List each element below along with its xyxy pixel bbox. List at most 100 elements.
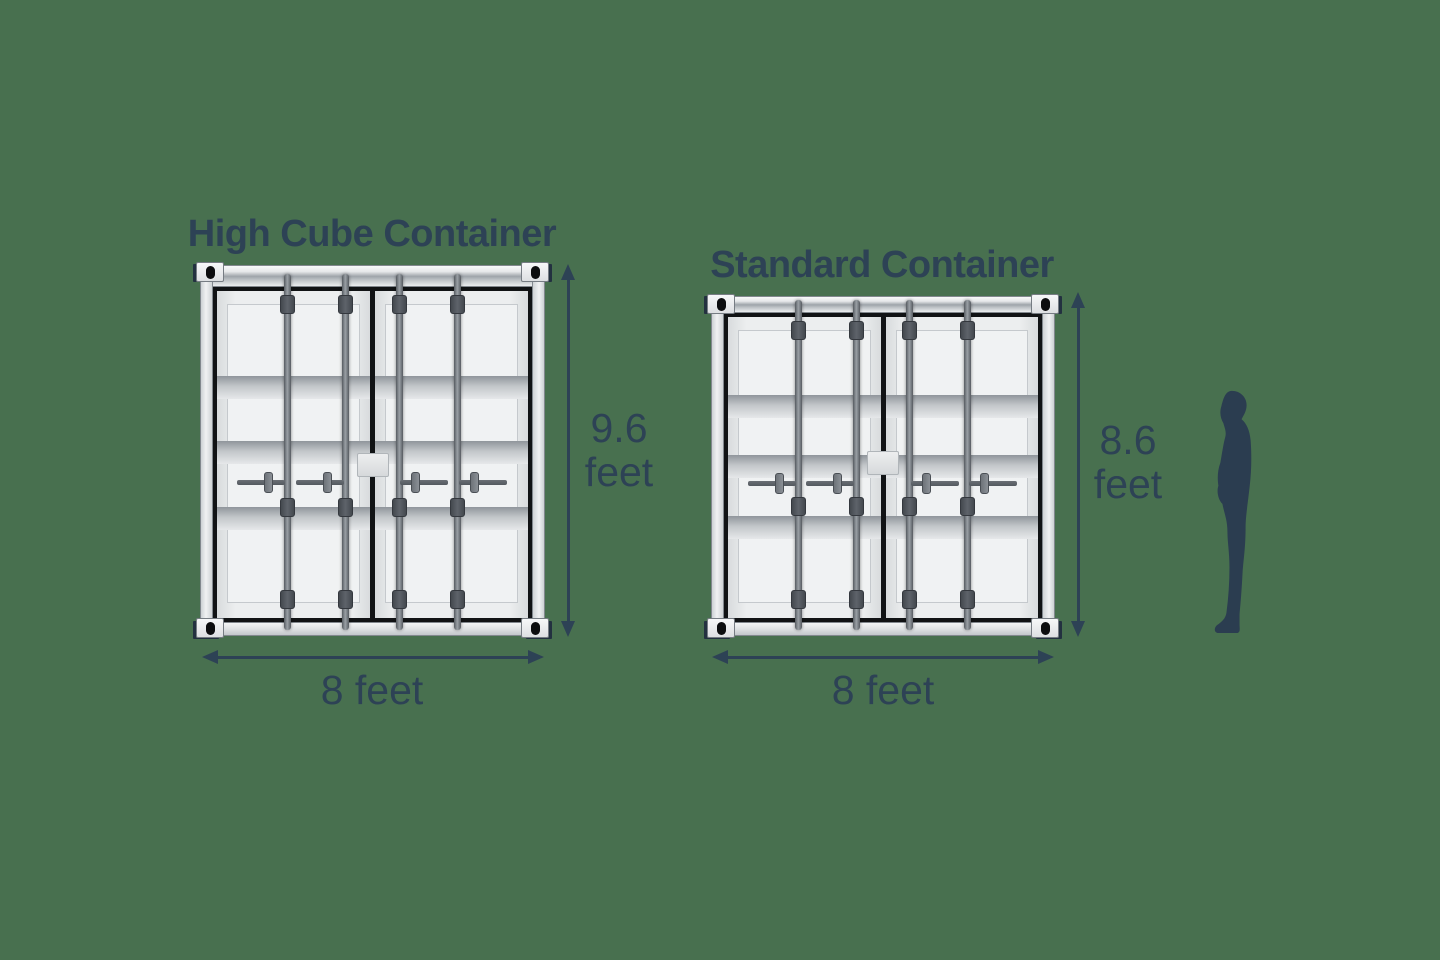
- rod-bracket: [960, 590, 976, 609]
- high-cube-container-graphic: [196, 262, 549, 638]
- casting-hole: [205, 265, 215, 279]
- height-value: 8.6: [1099, 417, 1157, 463]
- lock-rod: [279, 274, 295, 630]
- bottom-rail: [203, 622, 542, 636]
- rod-bracket: [279, 295, 295, 314]
- standard-container-graphic: [707, 294, 1059, 638]
- rod-bracket: [391, 590, 407, 609]
- handle-clasp: [322, 472, 332, 493]
- door-handle: [400, 472, 449, 493]
- door-band: [217, 376, 370, 400]
- height-unit: feet: [1093, 461, 1163, 508]
- casting-hole: [205, 621, 215, 635]
- door-handle: [806, 473, 855, 494]
- handle-clasp: [264, 472, 274, 493]
- door-band: [728, 395, 881, 419]
- door-band: [885, 395, 1038, 419]
- door-band: [375, 441, 528, 465]
- rod-bracket: [902, 497, 918, 516]
- bottom-rail: [714, 622, 1052, 636]
- right-door: [375, 274, 528, 630]
- door-handle: [910, 473, 959, 494]
- rod-bracket: [902, 321, 918, 340]
- casting-hole: [716, 297, 726, 311]
- height-value: 9.6: [590, 405, 648, 451]
- rod-bracket: [960, 321, 976, 340]
- rod-bracket: [960, 497, 976, 516]
- door-band: [728, 515, 881, 539]
- lock-rod: [338, 274, 354, 630]
- rod-bracket: [790, 321, 806, 340]
- door-area: [213, 274, 532, 630]
- standard-title: Standard Container: [710, 244, 1054, 286]
- door-band: [217, 441, 370, 465]
- left-door: [728, 300, 881, 630]
- lock-rod: [450, 274, 466, 630]
- rod-bracket: [790, 497, 806, 516]
- high-cube-title: High Cube Container: [187, 213, 557, 255]
- height-unit: feet: [584, 449, 654, 496]
- corner-casting: [196, 262, 224, 282]
- rod-bracket: [848, 321, 864, 340]
- casting-hole: [1040, 621, 1050, 635]
- corner-casting: [521, 618, 549, 638]
- corner-casting: [1031, 294, 1059, 314]
- left-door: [217, 274, 370, 630]
- door-band: [217, 506, 370, 530]
- lock-rod: [902, 300, 918, 630]
- handle-clasp: [411, 472, 421, 493]
- rod-bracket: [902, 590, 918, 609]
- rod-bracket: [450, 295, 466, 314]
- rod-bracket: [338, 498, 354, 517]
- standard-height-arrow: [1071, 292, 1085, 637]
- rod-bracket: [450, 590, 466, 609]
- lock-rod: [960, 300, 976, 630]
- top-rail: [203, 265, 542, 287]
- handle-clasp: [469, 472, 479, 493]
- rod-bracket: [848, 590, 864, 609]
- rod-bracket: [450, 498, 466, 517]
- rod-bracket: [338, 295, 354, 314]
- lock-rod: [848, 300, 864, 630]
- rod-bracket: [338, 590, 354, 609]
- door-band: [375, 376, 528, 400]
- person-silhouette-icon: [1214, 390, 1252, 633]
- corner-casting: [1031, 618, 1059, 638]
- high-cube-height-arrow: [561, 264, 575, 637]
- door-handle: [748, 473, 797, 494]
- center-latch-plate: [867, 451, 899, 475]
- top-rail: [714, 296, 1052, 313]
- door-handle: [968, 473, 1017, 494]
- casting-hole: [1040, 297, 1050, 311]
- high-cube-width-label: 8 feet: [320, 667, 424, 713]
- left-rail: [711, 303, 724, 629]
- corner-casting: [521, 262, 549, 282]
- handle-clasp: [775, 473, 785, 494]
- right-door: [885, 300, 1038, 630]
- door-band: [885, 455, 1038, 479]
- door-handle: [458, 472, 507, 493]
- casting-hole: [716, 621, 726, 635]
- rod-bracket: [391, 498, 407, 517]
- corner-casting: [196, 618, 224, 638]
- center-latch-plate: [356, 453, 389, 477]
- rod-bracket: [391, 295, 407, 314]
- rod-bracket: [279, 498, 295, 517]
- standard-width-label: 8 feet: [831, 667, 935, 713]
- right-rail: [1042, 303, 1055, 629]
- door-handle: [237, 472, 286, 493]
- right-rail: [532, 271, 545, 629]
- handle-clasp: [979, 473, 989, 494]
- handle-clasp: [921, 473, 931, 494]
- left-rail: [200, 271, 213, 629]
- door-band: [885, 515, 1038, 539]
- casting-hole: [530, 621, 540, 635]
- high-cube-height-label: 9.6 feet: [567, 406, 671, 495]
- rod-bracket: [790, 590, 806, 609]
- door-band: [375, 506, 528, 530]
- rod-bracket: [848, 497, 864, 516]
- lock-rod: [391, 274, 407, 630]
- door-handle: [295, 472, 344, 493]
- corner-casting: [707, 294, 735, 314]
